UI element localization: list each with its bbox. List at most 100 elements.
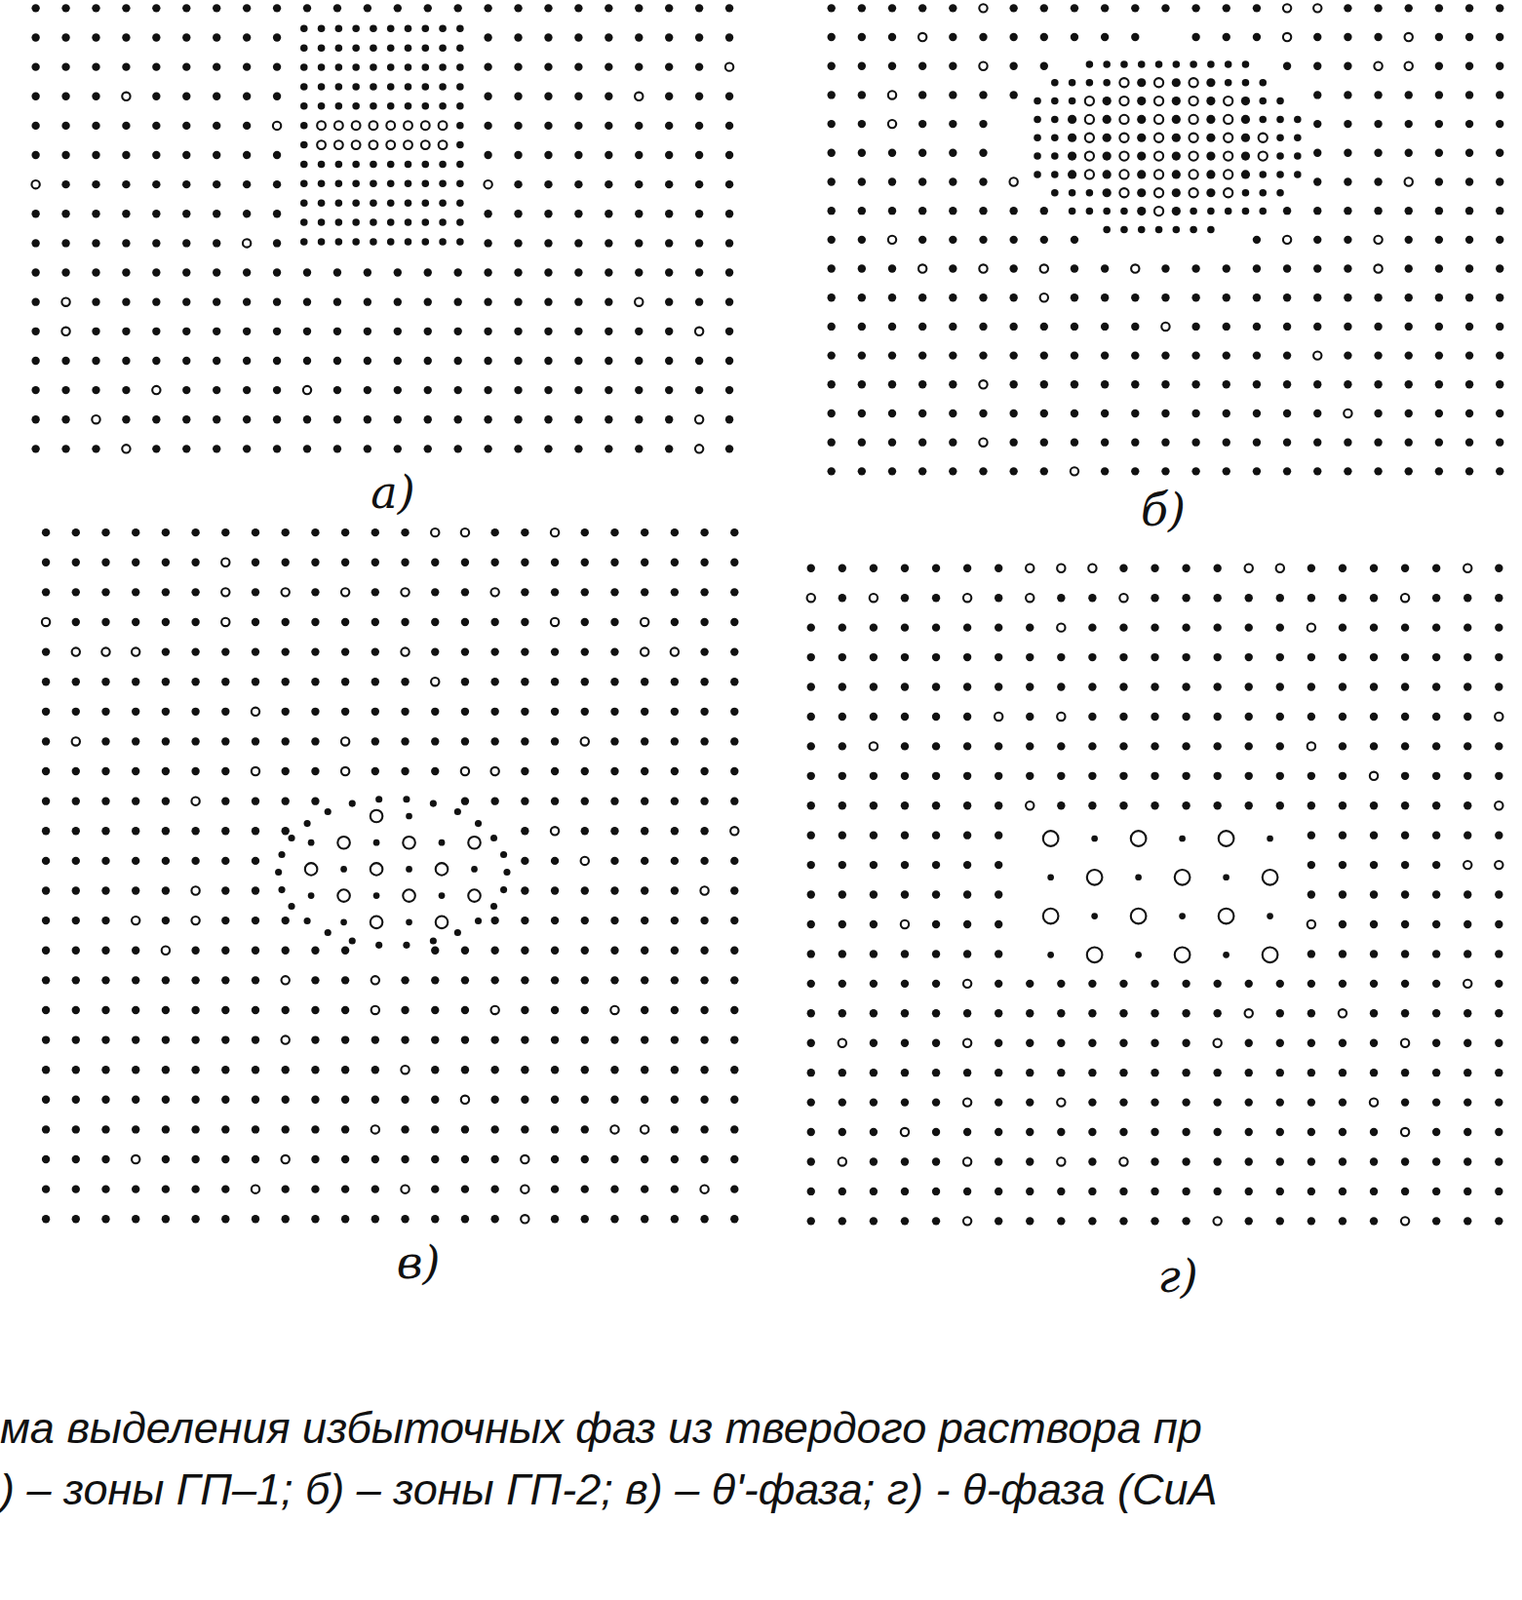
lattice-atom [387, 63, 395, 72]
lattice-atom [1088, 593, 1096, 602]
lattice-atom [963, 860, 972, 869]
lattice-atom [335, 43, 344, 52]
lattice-atom [317, 63, 326, 72]
lattice-atom [1435, 409, 1444, 418]
lattice-atom [1252, 235, 1261, 244]
lattice-atom [435, 916, 449, 930]
lattice-atom [373, 892, 381, 899]
lattice-atom [1025, 1097, 1034, 1106]
lattice-atom [1338, 831, 1347, 840]
lattice-atom [1258, 189, 1267, 197]
lattice-atom [251, 618, 260, 626]
lattice-atom [91, 327, 100, 336]
lattice-atom [1283, 437, 1291, 446]
lattice-atom [1206, 115, 1215, 124]
lattice-atom [695, 298, 703, 307]
lattice-atom [1119, 772, 1128, 781]
lattice-atom [1068, 189, 1077, 197]
lattice-atom [1100, 380, 1109, 389]
lattice-atom [932, 831, 940, 840]
lattice-atom [640, 528, 649, 537]
lattice-atom [513, 444, 522, 453]
lattice-atom [520, 1006, 529, 1015]
lattice-atom [500, 851, 508, 859]
lattice-atom [1119, 1097, 1128, 1106]
lattice-atom [72, 528, 80, 537]
lattice-atom [91, 121, 100, 130]
lattice-atom [1009, 90, 1017, 99]
lattice-atom [807, 1068, 816, 1077]
lattice-atom [1181, 1187, 1190, 1196]
lattice-atom [1369, 1128, 1378, 1136]
lattice-atom [1307, 1216, 1316, 1225]
lattice-atom [1150, 979, 1159, 988]
lattice-atom [581, 916, 589, 925]
lattice-atom [900, 890, 909, 898]
lattice-atom [221, 1065, 230, 1074]
lattice-atom [242, 209, 251, 218]
lattice-atom [1033, 170, 1042, 179]
lattice-atom [664, 238, 673, 247]
lattice-atom [131, 1035, 140, 1044]
lattice-atom [604, 121, 613, 130]
lattice-atom [435, 862, 449, 876]
lattice-atom [483, 180, 492, 189]
lattice-atom [152, 327, 160, 336]
lattice-atom [634, 3, 643, 12]
lattice-atom [888, 177, 897, 186]
lattice-atom [869, 801, 878, 810]
lattice-atom [807, 1128, 816, 1136]
lattice-atom [31, 3, 40, 12]
lattice-atom [604, 415, 613, 424]
lattice-atom [700, 1035, 708, 1044]
lattice-atom [351, 218, 360, 227]
lattice-atom [869, 593, 878, 602]
lattice-atom [1161, 3, 1170, 12]
lattice-atom [827, 149, 836, 157]
lattice-atom [1338, 920, 1347, 929]
lattice-atom [918, 33, 927, 41]
lattice-atom [373, 839, 381, 847]
lattice-atom [948, 33, 957, 41]
lattice-atom [483, 327, 492, 336]
lattice-atom [574, 151, 583, 159]
lattice-atom [1495, 33, 1504, 41]
lattice-atom [1313, 119, 1322, 128]
lattice-atom [41, 1006, 50, 1015]
lattice-atom [161, 528, 170, 537]
lattice-atom [1009, 235, 1017, 244]
lattice-atom [1343, 293, 1352, 302]
lattice-atom [695, 33, 703, 41]
lattice-atom [610, 737, 619, 745]
lattice-atom [869, 1128, 878, 1136]
lattice-atom [1191, 293, 1200, 302]
lattice-atom [574, 444, 583, 453]
lattice-atom [1025, 1068, 1034, 1077]
lattice-atom [640, 916, 649, 925]
lattice-atom [664, 92, 673, 101]
lattice-atom [640, 677, 649, 686]
lattice-atom [161, 1125, 170, 1133]
lattice-atom [550, 916, 559, 925]
lattice-atom [1171, 96, 1181, 106]
lattice-atom [1150, 653, 1159, 662]
lattice-atom [634, 33, 643, 41]
lattice-atom [371, 1065, 380, 1074]
lattice-atom [281, 1125, 290, 1133]
lattice-atom [838, 772, 847, 781]
lattice-atom [1465, 322, 1474, 331]
lattice-atom [858, 293, 866, 302]
lattice-atom [634, 415, 643, 424]
lattice-atom [1067, 115, 1077, 124]
lattice-atom [131, 1095, 140, 1104]
lattice-atom [888, 293, 897, 302]
lattice-atom [1119, 151, 1129, 160]
lattice-atom [730, 886, 739, 895]
lattice-atom [978, 149, 987, 157]
lattice-atom [1224, 60, 1233, 69]
lattice-atom [932, 890, 940, 898]
lattice-atom [221, 1214, 230, 1223]
lattice-atom [72, 1006, 80, 1015]
lattice-atom [1494, 1187, 1503, 1196]
lattice-atom [404, 218, 413, 227]
